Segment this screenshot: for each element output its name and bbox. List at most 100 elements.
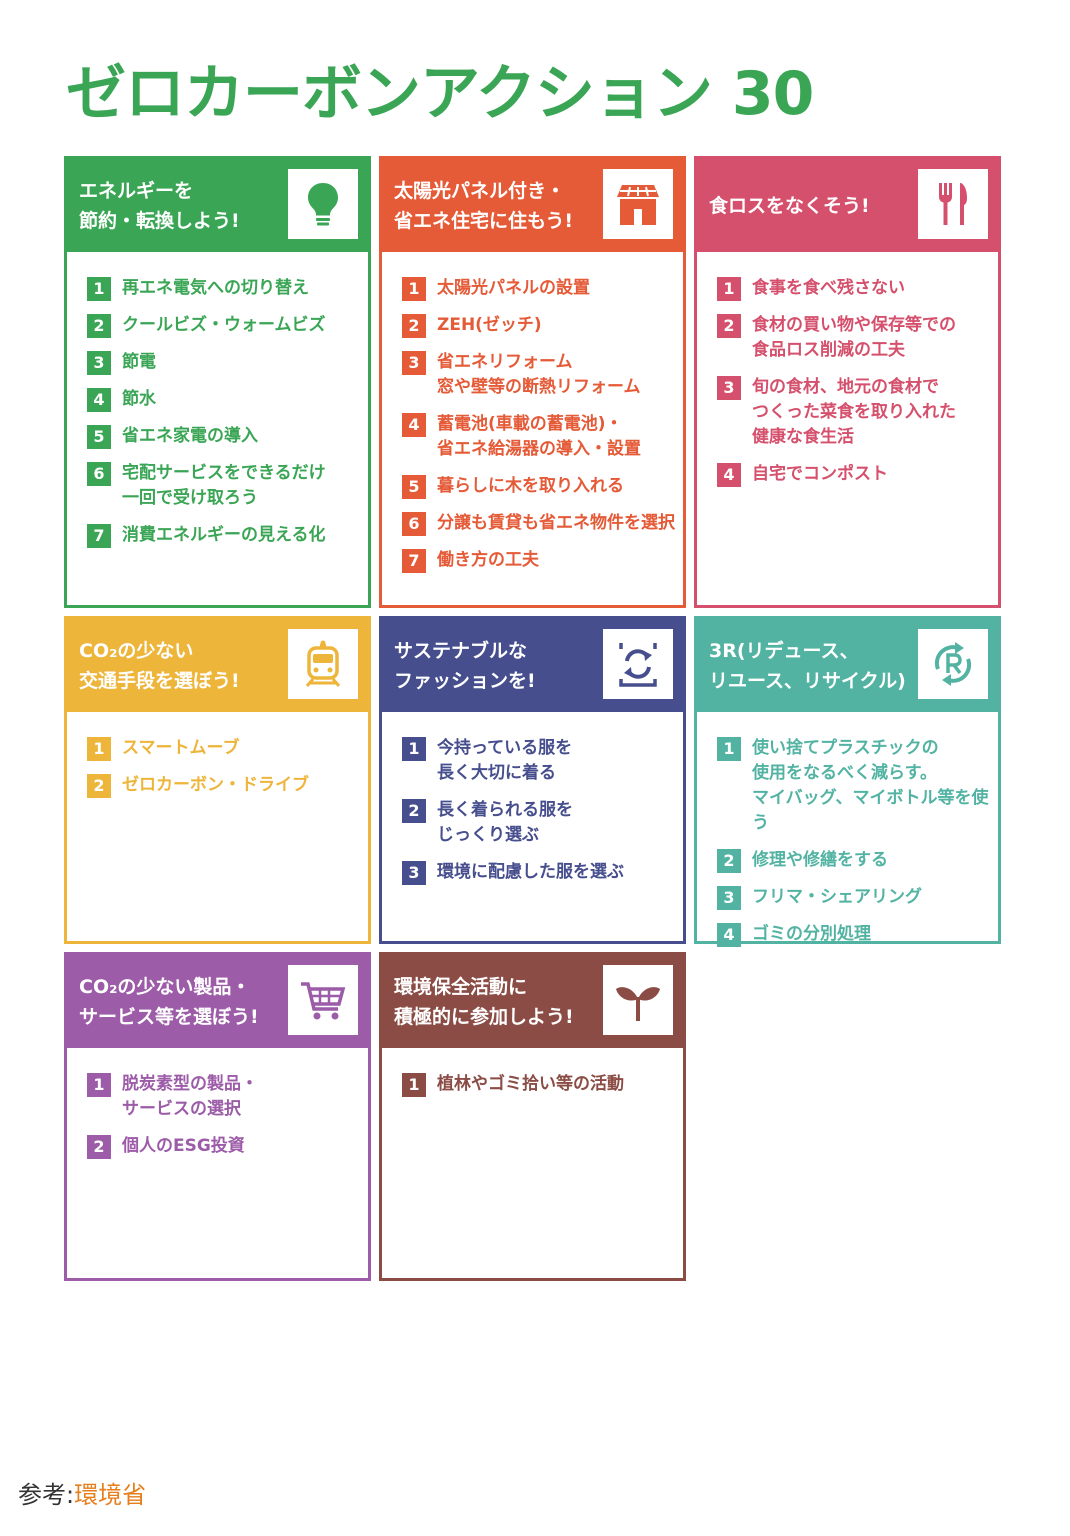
item-text: 環境に配慮した服を選ぶ — [437, 862, 624, 882]
item-text: 省エネリフォーム 窓や壁等の断熱リフォーム — [437, 352, 641, 397]
card-3r: 3R(リデュース、 リユース、リサイクル) 1 使い捨てプラスチックの 使用をなる… — [694, 616, 1001, 947]
item-number-badge: 4 — [402, 413, 426, 437]
item-number-badge: 4 — [717, 463, 741, 487]
source-credit: 参考:環境省 — [18, 1475, 146, 1510]
list-item: 3 旬の食材、地元の食材で つくった菜食を取り入れた 健康な食生活 — [717, 375, 990, 450]
item-text: クールビズ・ウォームビズ — [122, 315, 326, 335]
item-text: 太陽光パネルの設置 — [437, 278, 590, 298]
card-header: 食ロスをなくそう! — [697, 159, 998, 252]
card-title: CO₂の少ない製品・ サービス等を選ぼう! — [79, 975, 259, 1028]
fork-knife-icon — [918, 169, 988, 239]
item-number-badge: 1 — [87, 1073, 111, 1097]
action-list: 1 太陽光パネルの設置 2 ZEH(ゼッチ) 3 省エネリフォーム 窓や壁等の断熱リフォー… — [382, 252, 683, 573]
item-number-badge: 7 — [87, 524, 111, 548]
item-number-badge: 1 — [402, 1073, 426, 1097]
item-text: 今持っている服を 長く大切に着る — [437, 738, 573, 783]
item-text: フリマ・シェアリング — [752, 887, 922, 907]
item-number-badge: 3 — [717, 886, 741, 910]
card-title: 環境保全活動に 積極的に参加しよう! — [394, 975, 574, 1028]
item-number-badge: 6 — [87, 462, 111, 486]
item-text: 旬の食材、地元の食材で つくった菜食を取り入れた 健康な食生活 — [752, 377, 956, 447]
item-text: 宅配サービスをできるだけ 一回で受け取ろう — [122, 463, 326, 508]
item-text: ZEH(ゼッチ) — [437, 315, 542, 335]
item-text: 長く着られる服を じっくり選ぶ — [437, 800, 573, 845]
list-item: 1 植林やゴミ拾い等の活動 — [402, 1072, 675, 1097]
house-icon — [603, 169, 673, 239]
item-number-badge: 3 — [87, 351, 111, 375]
item-text: 食材の買い物や保存等での 食品ロス削減の工夫 — [752, 315, 956, 360]
card-header: 3R(リデュース、 リユース、リサイクル) — [697, 619, 998, 712]
item-text: 働き方の工夫 — [437, 550, 539, 570]
source-link[interactable]: 環境省 — [74, 1481, 147, 1509]
item-text: 暮らしに木を取り入れる — [437, 476, 624, 496]
item-text: 使い捨てプラスチックの 使用をなるべく減らす。 マイバッグ、マイボトル等を使う — [752, 738, 989, 833]
item-number-badge: 2 — [717, 849, 741, 873]
lightbulb-icon — [288, 169, 358, 239]
item-text: 節電 — [122, 352, 156, 372]
sprout-icon — [603, 965, 673, 1035]
cart-icon — [288, 965, 358, 1035]
item-number-badge: 1 — [402, 737, 426, 761]
item-number-badge: 3 — [402, 351, 426, 375]
item-number-badge: 2 — [402, 799, 426, 823]
card-header: 太陽光パネル付き・ 省エネ住宅に住もう! — [382, 159, 683, 252]
item-text: 節水 — [122, 389, 156, 409]
item-text: 蓄電池(車載の蓄電池)・ 省エネ給湯器の導入・設置 — [437, 414, 641, 459]
item-text: 修理や修繕をする — [752, 850, 888, 870]
train-icon — [288, 629, 358, 699]
card-header: CO₂の少ない 交通手段を選ぼう! — [67, 619, 368, 712]
list-item: 3 省エネリフォーム 窓や壁等の断熱リフォーム — [402, 350, 675, 400]
item-text: ゼロカーボン・ドライブ — [122, 775, 309, 795]
item-number-badge: 4 — [87, 388, 111, 412]
card-header: サステナブルな ファッションを! — [382, 619, 683, 712]
list-item: 5 暮らしに木を取り入れる — [402, 474, 675, 499]
item-number-badge: 3 — [402, 861, 426, 885]
list-item: 4 蓄電池(車載の蓄電池)・ 省エネ給湯器の導入・設置 — [402, 412, 675, 462]
card-header: 環境保全活動に 積極的に参加しよう! — [382, 955, 683, 1048]
action-list: 1 植林やゴミ拾い等の活動 — [382, 1048, 683, 1097]
list-item: 4 節水 — [87, 387, 360, 412]
list-item: 5 省エネ家電の導入 — [87, 424, 360, 449]
item-number-badge: 2 — [402, 314, 426, 338]
item-text: 脱炭素型の製品・ サービスの選択 — [122, 1074, 258, 1119]
item-number-badge: 1 — [87, 737, 111, 761]
item-text: 省エネ家電の導入 — [122, 426, 258, 446]
item-number-badge: 2 — [87, 1135, 111, 1159]
list-item: 2 ZEH(ゼッチ) — [402, 313, 675, 338]
action-list: 1 今持っている服を 長く大切に着る 2 長く着られる服を じっくり選ぶ 3 環境に配慮し… — [382, 712, 683, 885]
list-item: 1 使い捨てプラスチックの 使用をなるべく減らす。 マイバッグ、マイボトル等を使う — [717, 736, 990, 836]
list-item: 3 環境に配慮した服を選ぶ — [402, 860, 675, 885]
list-item: 1 太陽光パネルの設置 — [402, 276, 675, 301]
item-number-badge: 1 — [717, 277, 741, 301]
card-title: 食ロスをなくそう! — [709, 194, 870, 217]
item-text: 分譲も賃貸も省エネ物件を選択 — [437, 513, 675, 533]
item-number-badge: 5 — [402, 475, 426, 499]
list-item: 1 脱炭素型の製品・ サービスの選択 — [87, 1072, 360, 1122]
card-title: CO₂の少ない 交通手段を選ぼう! — [79, 639, 240, 692]
card-title: 太陽光パネル付き・ 省エネ住宅に住もう! — [394, 179, 574, 232]
item-number-badge: 1 — [717, 737, 741, 761]
list-item: 2 長く着られる服を じっくり選ぶ — [402, 798, 675, 848]
item-number-badge: 3 — [717, 376, 741, 400]
item-text: 再エネ電気への切り替え — [122, 278, 309, 298]
item-number-badge: 5 — [87, 425, 111, 449]
item-text: 植林やゴミ拾い等の活動 — [437, 1074, 624, 1094]
item-text: ゴミの分別処理 — [752, 924, 871, 944]
item-number-badge: 1 — [402, 277, 426, 301]
recycle-r-icon — [918, 629, 988, 699]
item-number-badge: 2 — [87, 774, 111, 798]
